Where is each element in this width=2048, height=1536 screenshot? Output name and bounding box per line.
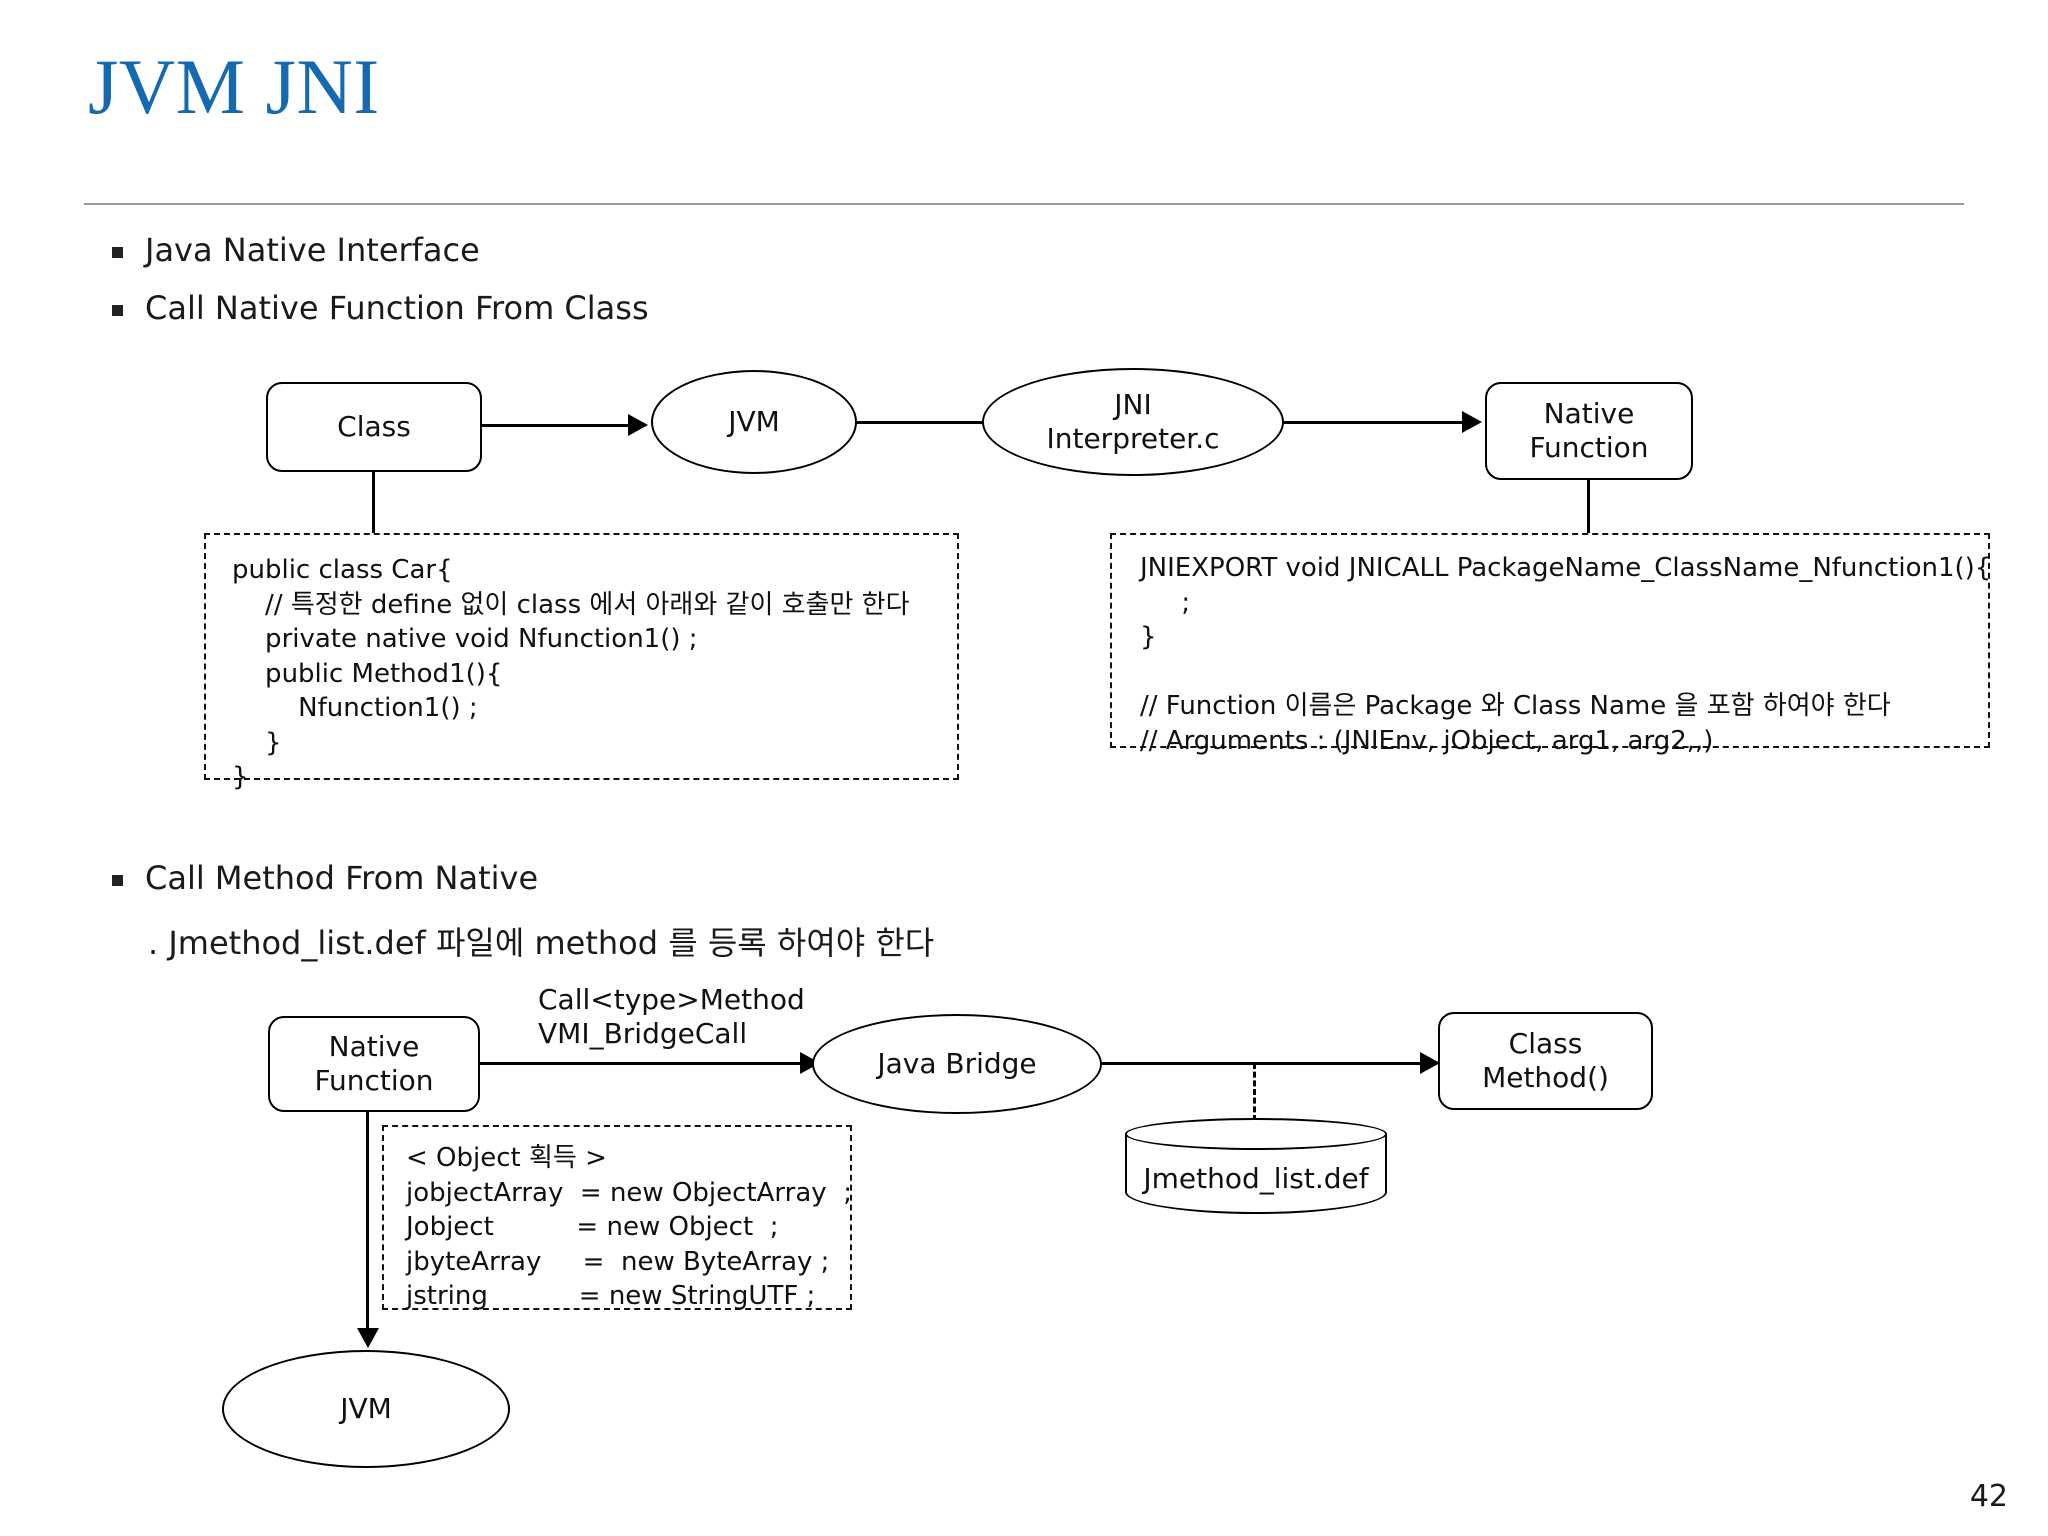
diagram2-edge-label-bridgecall: Call<type>Method VMI_BridgeCall (538, 983, 805, 1050)
diagram1-native-function-box[interactable]: Native Function (1485, 382, 1693, 480)
diagram1-drop-native-to-code (1587, 480, 1590, 534)
diagram2-connector-native-to-bridge (480, 1062, 805, 1065)
diagram1-connector-class-to-jvm (482, 424, 632, 427)
diagram2-java-bridge-ellipse[interactable]: Java Bridge (812, 1014, 1102, 1114)
diagram1-arrowhead-class-to-jvm (628, 414, 648, 436)
diagram2-native-function-box[interactable]: Native Function (268, 1016, 480, 1112)
diagram2-arrowhead-bridge-to-classmethod (1420, 1052, 1440, 1074)
square-bullet-icon (112, 247, 123, 258)
bullet-java-native-interface: Java Native Interface (112, 232, 480, 269)
diagram1-native-code-text: JNIEXPORT void JNICALL PackageName_Class… (1140, 553, 1992, 756)
diagram2-jvm-ellipse[interactable]: JVM (222, 1350, 510, 1468)
cylinder-label: Jmethod_list.def (1143, 1162, 1369, 1195)
square-bullet-icon (112, 305, 123, 316)
diagram2-object-code-box: < Object 획득 > jobjectArray = new ObjectA… (382, 1125, 852, 1311)
bullet-call-method-from-native: Call Method From Native (112, 860, 538, 897)
page-number: 42 (1969, 1479, 2008, 1514)
diagram2-jmethod-list-cylinder[interactable]: Jmethod_list.def (1125, 1118, 1387, 1218)
diagram1-connector-jvm-to-jni (855, 421, 985, 424)
diagram1-jni-interpreter-ellipse[interactable]: JNI Interpreter.c (982, 368, 1284, 476)
diagram2-object-code-text: < Object 획득 > jobjectArray = new ObjectA… (406, 1143, 852, 1312)
bullet-call-native-function-from-class: Call Native Function From Class (112, 290, 649, 327)
diagram1-drop-class-to-code (372, 472, 375, 534)
bullet-label: Call Method From Native (145, 859, 539, 897)
square-bullet-icon (112, 875, 123, 886)
diagram2-connector-native-to-jvm (366, 1112, 369, 1334)
diagram1-class-box[interactable]: Class (266, 382, 482, 472)
diagram1-class-code-text: public class Car{ // 특정한 define 없이 class… (232, 555, 910, 793)
cylinder-body (1125, 1134, 1387, 1214)
diagram2-arrowhead-native-to-jvm (357, 1328, 379, 1348)
page-title: JVM JNI (88, 43, 380, 130)
sub-note-jmethod-list: . Jmethod_list.def 파일에 method 를 등록 하여야 한… (148, 924, 935, 962)
bullet-label: Call Native Function From Class (145, 289, 649, 327)
bullet-label: Java Native Interface (145, 231, 480, 269)
diagram1-arrowhead-jni-to-native (1462, 411, 1482, 433)
diagram2-dashed-connector-jmethod (1253, 1063, 1256, 1121)
diagram1-class-code-box: public class Car{ // 특정한 define 없이 class… (204, 533, 959, 792)
diagram1-jvm-ellipse[interactable]: JVM (651, 370, 857, 474)
diagram1-connector-jni-to-native (1282, 421, 1467, 424)
diagram2-class-method-box[interactable]: Class Method() (1438, 1012, 1653, 1110)
diagram1-native-code-box: JNIEXPORT void JNICALL PackageName_Class… (1110, 533, 1991, 756)
title-divider (84, 203, 1964, 205)
diagram2-connector-bridge-to-classmethod (1100, 1062, 1425, 1065)
cylinder-top-ellipse (1125, 1118, 1387, 1150)
